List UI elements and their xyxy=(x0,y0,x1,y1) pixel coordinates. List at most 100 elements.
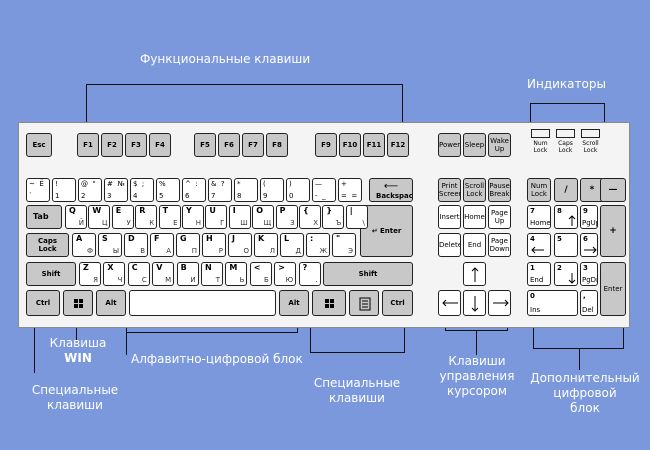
key-f8[interactable]: F8 xyxy=(266,133,288,157)
key-alt-left[interactable]: Alt xyxy=(96,290,126,316)
key-letter-q-10[interactable]: {Х xyxy=(299,205,321,229)
key-number-10[interactable]: )0 xyxy=(286,178,310,202)
key-sleep[interactable]: Sleep xyxy=(463,133,486,157)
key-arrow-left[interactable] xyxy=(438,290,461,316)
key-arrow-down[interactable] xyxy=(463,290,486,316)
key-num-decimal[interactable]: ,Del xyxy=(580,290,598,316)
key-letter-a-9[interactable]: :Ж xyxy=(306,233,330,257)
key-number-8[interactable]: *8 xyxy=(234,178,258,202)
key-letter-z-9[interactable]: ?. xyxy=(298,262,321,286)
key-win-left[interactable] xyxy=(63,290,93,316)
key-arrow-right[interactable] xyxy=(488,290,511,316)
key-shift-right[interactable]: Shift xyxy=(323,262,413,286)
key-esc[interactable]: Esc xyxy=(26,133,52,157)
key-num-minus[interactable]: — xyxy=(600,178,626,202)
key-num-2[interactable]: 2 xyxy=(554,262,578,286)
key-number-9[interactable]: (9 xyxy=(260,178,284,202)
key-caps-lock[interactable]: Caps Lock xyxy=(26,233,69,257)
key-number-11[interactable]: —- _ xyxy=(312,178,336,202)
key-number-2[interactable]: @ "2 xyxy=(78,178,102,202)
key-power[interactable]: Power xyxy=(438,133,461,157)
key-page-up[interactable]: Page Up xyxy=(488,205,511,229)
key-number-6[interactable]: ^ :6 xyxy=(182,178,206,202)
key-scroll-lock[interactable]: Scroll Lock xyxy=(463,178,486,202)
key-win-right[interactable] xyxy=(312,290,346,316)
key-num-6[interactable]: 6 xyxy=(580,233,598,257)
key-num-lock[interactable]: Num Lock xyxy=(527,178,551,202)
key-f3[interactable]: F3 xyxy=(125,133,147,157)
key-num-divide[interactable]: / xyxy=(554,178,578,202)
key-menu[interactable] xyxy=(349,290,379,316)
key-num-5[interactable]: 5 xyxy=(554,233,578,257)
key-f9[interactable]: F9 xyxy=(315,133,337,157)
key-num-3[interactable]: 3PgDn xyxy=(580,262,598,286)
key-letter-q-12[interactable]: |\ xyxy=(345,205,368,229)
key-num-9[interactable]: 9PgUp xyxy=(580,205,598,229)
key-number-1[interactable]: !1 xyxy=(52,178,76,202)
key-delete[interactable]: Delete xyxy=(438,233,461,257)
key-backspace[interactable]: ⟵Backspace xyxy=(369,178,413,202)
key-enter[interactable]: ↵ Enter xyxy=(360,205,413,257)
key-f5[interactable]: F5 xyxy=(194,133,216,157)
key-letter-q-11[interactable]: }Ъ xyxy=(322,205,345,229)
key-end[interactable]: End xyxy=(463,233,486,257)
key-f4[interactable]: F4 xyxy=(149,133,171,157)
key-number-4[interactable]: $ ;4 xyxy=(130,178,154,202)
key-f12[interactable]: F12 xyxy=(387,133,409,157)
key-f7[interactable]: F7 xyxy=(242,133,264,157)
key-page-down[interactable]: Page Down xyxy=(488,233,511,257)
key-pause-break[interactable]: Pause Break xyxy=(488,178,511,202)
key-number-0[interactable]: ~ Ё` xyxy=(26,178,50,202)
key-ctrl-right[interactable]: Ctrl xyxy=(382,290,413,316)
key-num-4[interactable]: 4 xyxy=(527,233,551,257)
key-num-plus[interactable]: + xyxy=(600,205,626,257)
key-num-8[interactable]: 8 xyxy=(554,205,578,229)
key-f11[interactable]: F11 xyxy=(363,133,385,157)
key-arrow-up[interactable] xyxy=(463,262,486,286)
key-f2[interactable]: F2 xyxy=(101,133,123,157)
key-shift-left[interactable]: Shift xyxy=(26,262,76,286)
key-letter-z-8[interactable]: >Ю xyxy=(274,262,297,286)
key-f1[interactable]: F1 xyxy=(77,133,99,157)
key-num-enter[interactable]: Enter xyxy=(600,262,626,316)
key-insert[interactable]: Insert xyxy=(438,205,461,229)
key-tab[interactable]: Tab xyxy=(26,205,62,229)
key-home[interactable]: Home xyxy=(463,205,486,229)
key-ctrl-left[interactable]: Ctrl xyxy=(26,290,60,316)
key-number-7[interactable]: & ?7 xyxy=(208,178,232,202)
key-number-5[interactable]: %5 xyxy=(156,178,180,202)
key-print-screen[interactable]: Print Screen xyxy=(438,178,461,202)
key-f10[interactable]: F10 xyxy=(339,133,361,157)
key-f6[interactable]: F6 xyxy=(218,133,240,157)
key-number-12[interactable]: += = xyxy=(338,178,362,202)
key-wake-up[interactable]: Wake Up xyxy=(488,133,511,157)
key-alt-right[interactable]: Alt xyxy=(279,290,309,316)
